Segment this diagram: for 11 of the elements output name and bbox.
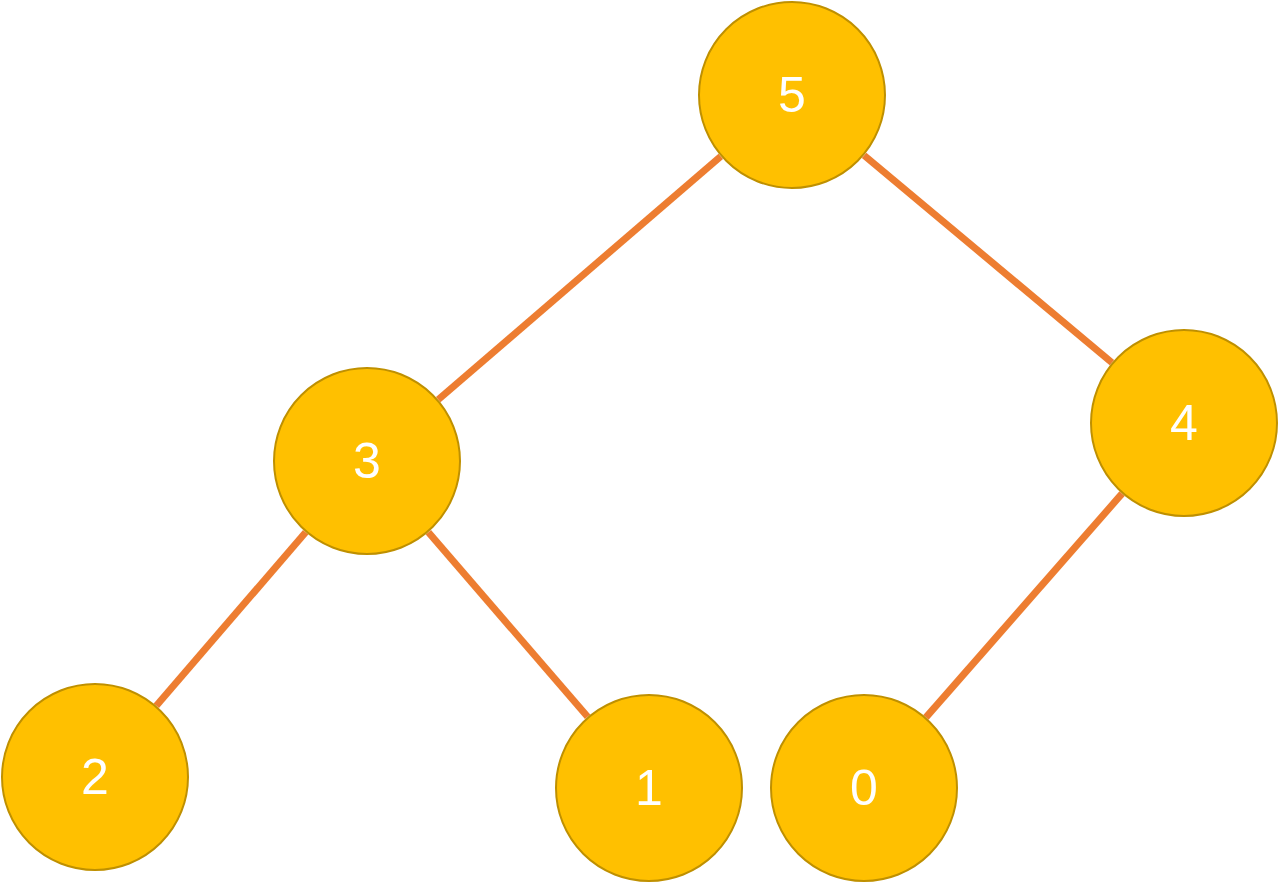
connector-line: [923, 491, 1125, 720]
node-label: 3: [353, 436, 381, 486]
node-label: 0: [850, 763, 878, 813]
node-label: 4: [1170, 398, 1198, 448]
connector-line: [153, 529, 309, 709]
connector-line: [435, 153, 724, 403]
node-label: 1: [635, 763, 663, 813]
node-label: 2: [81, 752, 109, 802]
connector-line: [425, 529, 591, 720]
connector-line: [861, 152, 1115, 366]
node-label: 5: [778, 70, 806, 120]
